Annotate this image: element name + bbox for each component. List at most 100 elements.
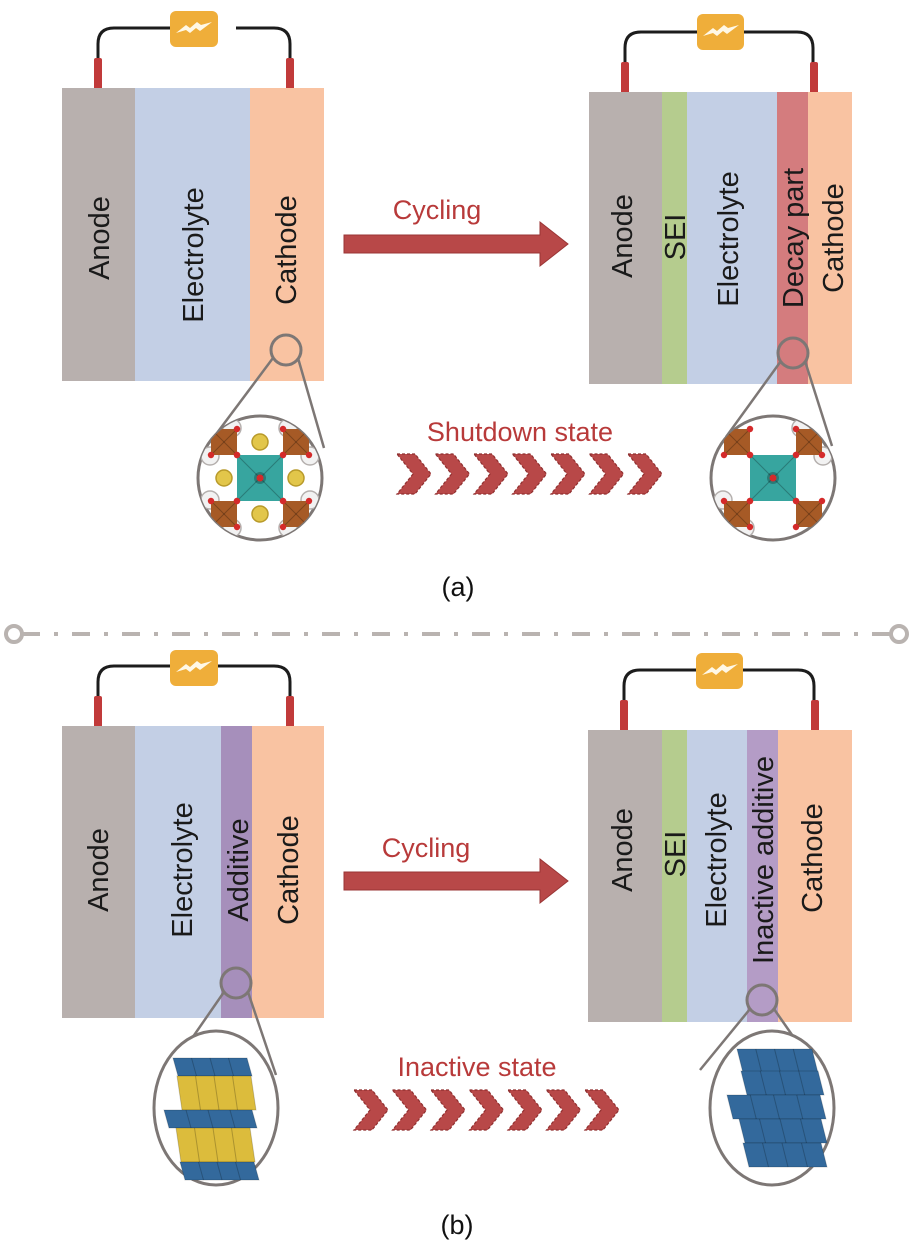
chevron-right-icon — [468, 1089, 505, 1131]
octahedron-edge — [210, 428, 238, 456]
wire — [96, 664, 292, 726]
octahedron-edge — [795, 500, 823, 528]
wire — [622, 668, 816, 730]
lightning-bolt-icon — [170, 11, 218, 47]
oxygen-atom — [818, 425, 826, 433]
cathode-terminal — [286, 696, 294, 728]
octahedron-edge — [282, 500, 310, 528]
cell-edge — [762, 1142, 769, 1168]
anode-terminal — [94, 58, 102, 90]
layer-cathode — [252, 726, 324, 1018]
oxygen-atom — [305, 523, 313, 531]
cathode-terminal — [811, 700, 819, 732]
collapsed-layer — [738, 1118, 828, 1144]
anode-terminal — [621, 62, 629, 94]
cell-edge — [759, 1070, 767, 1096]
cell-edge — [792, 1048, 800, 1074]
panel-divider — [4, 624, 909, 644]
magnifier-circle-icon — [699, 983, 836, 1187]
oxygen-atom — [233, 451, 241, 459]
chevron-right-icon — [434, 453, 471, 495]
label-inactive-additive: Inactive additive — [748, 756, 780, 964]
chevron-arrow-row — [395, 453, 663, 495]
cell-edge — [798, 1070, 806, 1096]
label-electrolyte: Electrolyte — [167, 802, 199, 937]
chevron-right-icon — [549, 453, 586, 495]
collapsed-layer — [726, 1094, 827, 1120]
cycling-label: Cycling — [382, 833, 471, 863]
chevron-right-icon — [395, 453, 432, 495]
collapsed-layer — [740, 1070, 825, 1096]
cell-edge — [185, 1109, 192, 1129]
oxygen-atom — [792, 497, 800, 505]
cell-edge — [232, 1075, 238, 1111]
oxygen-atom — [792, 425, 800, 433]
cell-edge — [749, 1094, 757, 1120]
anode-terminal — [620, 700, 628, 732]
wire — [623, 30, 815, 92]
lightning-bolt-icon — [696, 653, 743, 689]
shutdown-state-label: Shutdown state — [427, 417, 613, 447]
cell-b-before: Anode Electrolyte Additive Cathode — [62, 650, 324, 1018]
cathode-terminal — [286, 58, 294, 90]
shutdown-state: Shutdown state — [395, 417, 663, 495]
right-arrow-icon — [343, 857, 569, 905]
label-cathode: Cathode — [271, 195, 303, 305]
label-electrolyte: Electrolyte — [178, 187, 210, 322]
lightning-bolt-icon — [170, 650, 218, 686]
layer-sei — [662, 730, 687, 1022]
cobalt-oxide-layer — [172, 1057, 253, 1077]
oxygen-atom — [207, 497, 215, 505]
layer-anode — [588, 730, 662, 1022]
oxygen-atom — [818, 523, 826, 531]
label-cathode: Cathode — [797, 803, 829, 913]
chevron-right-icon — [352, 1089, 389, 1131]
panel-a: Anode Electrolyte Cathode Cycling — [62, 11, 852, 602]
label-electrolyte: Electrolyte — [713, 171, 745, 306]
layer-anode — [62, 88, 135, 381]
chevron-right-icon — [429, 1089, 466, 1131]
magnifier-circle-icon — [709, 336, 837, 542]
label-cathode: Cathode — [818, 183, 850, 293]
oxygen-atom — [746, 497, 754, 505]
octahedron-edge — [795, 428, 823, 456]
cell-edge — [235, 1161, 241, 1181]
cycling-label: Cycling — [393, 195, 482, 225]
oxygen-atom — [305, 451, 313, 459]
cycling-arrow-b: Cycling — [343, 833, 569, 905]
cathode-terminal — [810, 62, 818, 94]
chevron-right-icon — [472, 453, 509, 495]
layer-electrolyte — [135, 726, 221, 1018]
circuit — [620, 653, 819, 732]
cell-edge — [191, 1057, 197, 1077]
chevron-arrow-row — [352, 1089, 620, 1131]
cell-edge — [209, 1057, 216, 1077]
cell-edge — [216, 1161, 223, 1181]
panel-b-caption: (b) — [441, 1210, 474, 1240]
octahedron-edge — [723, 500, 751, 528]
layer-electrolyte — [687, 92, 777, 384]
oxygen-atom — [746, 425, 754, 433]
layered-additive-structure — [163, 1057, 260, 1181]
cell-edge — [212, 1127, 219, 1163]
additive-interlayer — [175, 1127, 256, 1163]
oxygen-atom — [792, 523, 800, 531]
chevron-right-icon — [583, 1089, 620, 1131]
oxygen-atom — [207, 523, 215, 531]
lithium-ion — [287, 469, 305, 487]
cell-edge — [229, 1109, 236, 1129]
magnifier-circle-icon — [152, 966, 280, 1187]
label-cathode: Cathode — [273, 815, 305, 925]
layer-cathode — [778, 730, 852, 1022]
label-decay-part: Decay part — [778, 168, 810, 308]
cell-edge — [796, 1094, 804, 1120]
cell-edge — [773, 1094, 780, 1120]
cell-edge — [781, 1142, 789, 1168]
cell-b-after: Anode SEI Electrolyte Inactive additive … — [588, 653, 852, 1022]
oxygen-atom — [720, 523, 728, 531]
layer-anode — [589, 92, 662, 384]
circuit — [94, 650, 294, 728]
cell-edge — [755, 1048, 763, 1074]
oxygen-atom — [279, 451, 287, 459]
